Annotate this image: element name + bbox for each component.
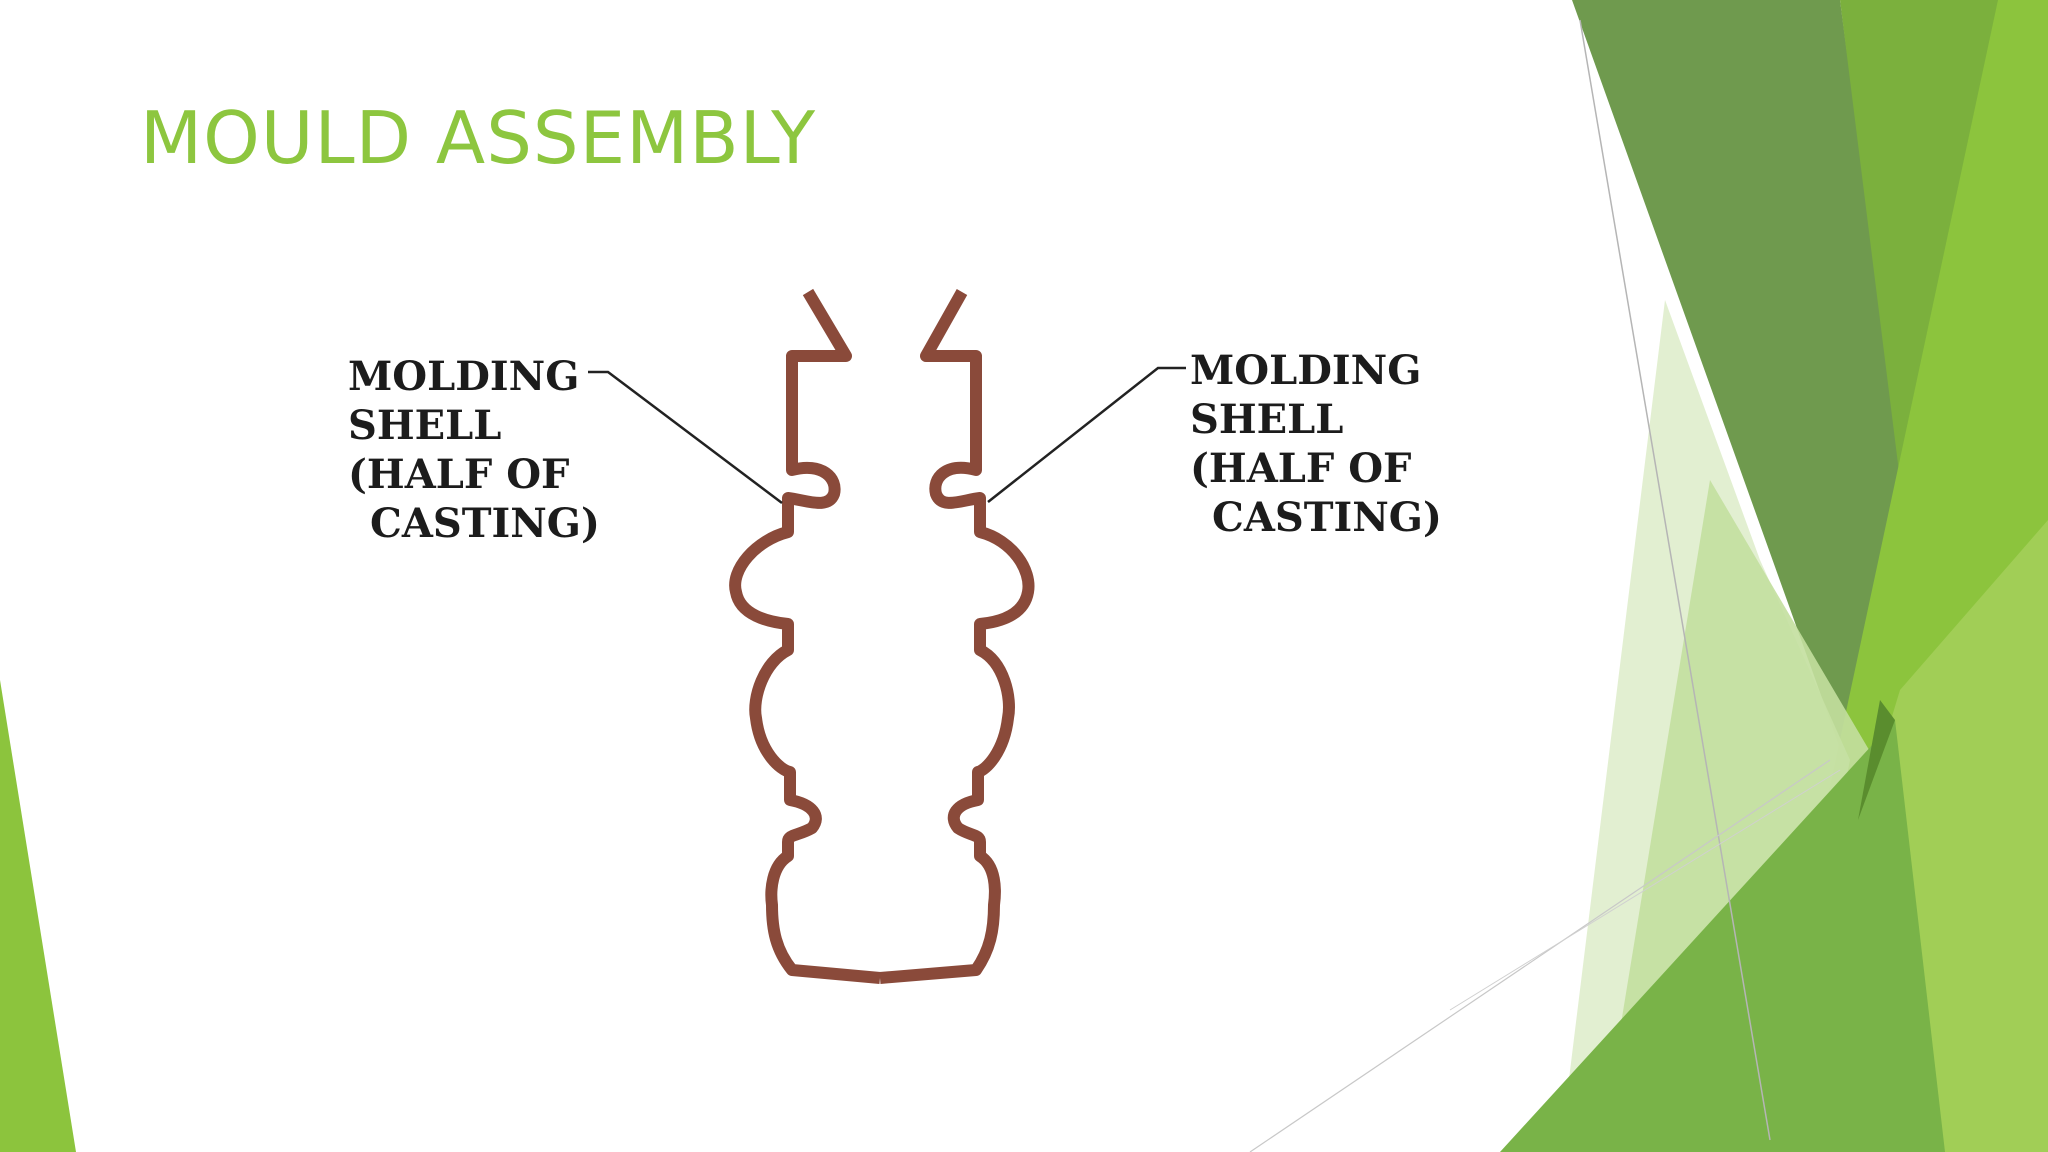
left-leader-line xyxy=(588,370,783,504)
left-label-line3: (HALF OF xyxy=(348,451,570,498)
right-label-line2: SHELL xyxy=(1190,396,1344,443)
left-shell-label: MOLDING SHELL (HALF OF CASTING) xyxy=(348,352,600,548)
right-leader-line xyxy=(987,366,1186,503)
left-molding-shell xyxy=(729,288,881,984)
right-shell-label: MOLDING SHELL (HALF OF CASTING) xyxy=(1190,346,1442,542)
left-label-line1: MOLDING xyxy=(348,353,580,400)
left-label-line2: SHELL xyxy=(348,402,502,449)
right-label-line4: CASTING) xyxy=(1212,494,1442,541)
slide-title: MOULD ASSEMBLY xyxy=(140,96,817,180)
right-label-line3: (HALF OF xyxy=(1190,445,1412,492)
right-molding-shell xyxy=(879,289,1035,984)
right-label-line1: MOLDING xyxy=(1190,347,1422,394)
left-label-line4: CASTING) xyxy=(370,500,600,547)
